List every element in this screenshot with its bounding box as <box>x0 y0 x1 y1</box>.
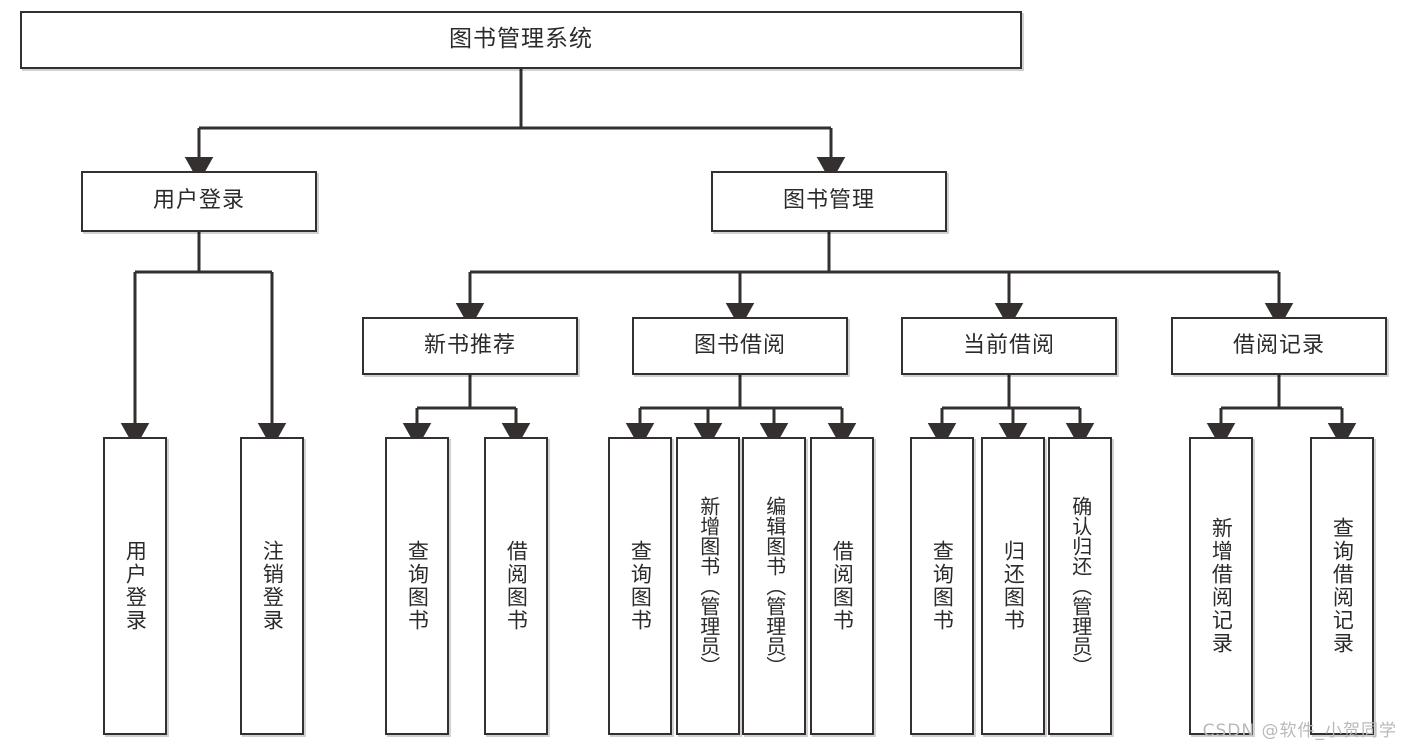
node-leaf-query-borrow-record[interactable]: 查询借阅记录 <box>1310 437 1374 735</box>
node-book-borrow[interactable]: 图书借阅 <box>632 317 848 375</box>
node-label: 图书管理 <box>782 188 875 214</box>
node-current-borrow[interactable]: 当前借阅 <box>901 317 1117 375</box>
node-label: 新书推荐 <box>423 332 516 358</box>
node-new-book-recommend[interactable]: 新书推荐 <box>362 317 578 375</box>
node-leaf-query-book-1[interactable]: 查询图书 <box>385 437 449 735</box>
node-label: 用户登录 <box>152 188 245 214</box>
node-label: 新增图书（管理员） <box>696 496 721 676</box>
node-leaf-borrow-book-1[interactable]: 借阅图书 <box>484 437 548 735</box>
watermark-label: CSDN @软件_小贺同学 <box>1202 721 1397 741</box>
node-label: 编辑图书（管理员） <box>762 496 787 676</box>
node-label: 用户登录 <box>123 540 148 632</box>
node-label: 注销登录 <box>260 540 285 632</box>
node-label: 新增借阅记录 <box>1209 517 1234 655</box>
node-leaf-add-borrow-record[interactable]: 新增借阅记录 <box>1189 437 1253 735</box>
node-user-login[interactable]: 用户登录 <box>81 171 317 232</box>
node-label: 当前借阅 <box>962 332 1055 358</box>
node-leaf-logout-login[interactable]: 注销登录 <box>240 437 304 735</box>
node-label: 查询图书 <box>930 540 955 632</box>
node-borrow-record[interactable]: 借阅记录 <box>1171 317 1387 375</box>
node-leaf-query-book-3[interactable]: 查询图书 <box>910 437 974 735</box>
node-root-system[interactable]: 图书管理系统 <box>20 11 1022 69</box>
node-label: 借阅记录 <box>1232 332 1325 358</box>
node-leaf-add-book-admin[interactable]: 新增图书（管理员） <box>676 437 740 735</box>
node-leaf-borrow-book-2[interactable]: 借阅图书 <box>810 437 874 735</box>
node-label: 归还图书 <box>1001 540 1026 632</box>
node-label: 图书管理系统 <box>449 26 593 53</box>
node-label: 查询借阅记录 <box>1330 517 1355 655</box>
node-leaf-return-book[interactable]: 归还图书 <box>981 437 1045 735</box>
node-leaf-edit-book-admin[interactable]: 编辑图书（管理员） <box>742 437 806 735</box>
node-leaf-query-book-2[interactable]: 查询图书 <box>608 437 672 735</box>
node-book-management[interactable]: 图书管理 <box>711 171 947 232</box>
node-label: 借阅图书 <box>830 540 855 632</box>
node-leaf-confirm-return-admin[interactable]: 确认归还（管理员） <box>1048 437 1112 735</box>
node-label: 图书借阅 <box>693 332 786 358</box>
node-leaf-user-login[interactable]: 用户登录 <box>103 437 167 735</box>
node-label: 查询图书 <box>628 540 653 632</box>
node-label: 确认归还（管理员） <box>1068 496 1093 676</box>
node-label: 借阅图书 <box>504 540 529 632</box>
node-label: 查询图书 <box>405 540 430 632</box>
